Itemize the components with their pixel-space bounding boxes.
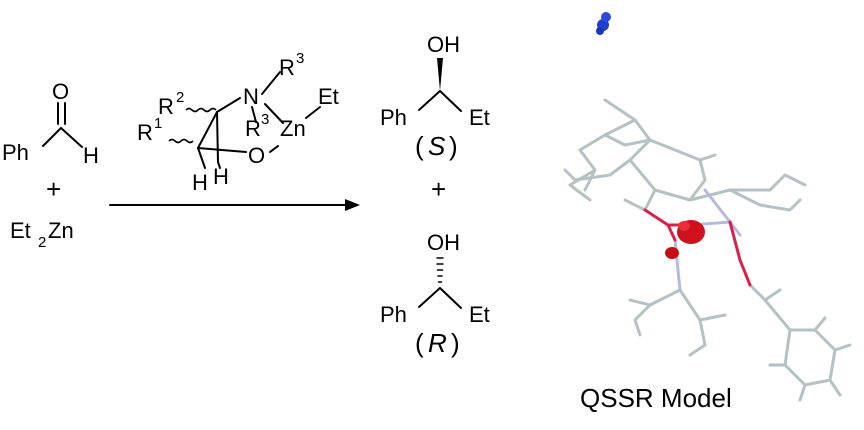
diethylzinc-subscript: 2 xyxy=(38,234,46,251)
product-s-close-paren: ) xyxy=(449,131,458,161)
diethylzinc: Et 2 Zn xyxy=(10,218,74,251)
product-s-ethyl-label: Et xyxy=(469,105,490,130)
benzaldehyde: O Ph H xyxy=(2,79,99,168)
aldehyde-hydrogen-label: H xyxy=(83,143,99,168)
product-s-phenyl-label: Ph xyxy=(380,105,407,130)
catalyst-zinc-label: Zn xyxy=(280,116,306,141)
product-r-hydroxyl-label: OH xyxy=(427,230,460,255)
product-r-close-paren: ) xyxy=(451,328,460,358)
diethylzinc-zn-label: Zn xyxy=(48,218,74,243)
product-r-open-paren: ( xyxy=(415,328,424,358)
catalyst-r1-superscript: 1 xyxy=(154,115,162,132)
hashed-wedge-bond xyxy=(436,257,444,283)
steric-field-blue-contour xyxy=(596,12,611,35)
product-r-configuration: R xyxy=(428,328,447,358)
catalyst-hydrogen-right: H xyxy=(213,164,229,189)
catalyst-r3-top-label: R xyxy=(279,55,295,80)
catalyst-r2-superscript: 2 xyxy=(176,89,184,106)
catalyst-hydrogen-left: H xyxy=(192,170,208,195)
catalyst-r2-label: R xyxy=(158,94,174,119)
product-r-phenyl-label: Ph xyxy=(380,302,407,327)
catalyst-r3-top-superscript: 3 xyxy=(296,50,304,67)
catalyst-r3-bottom-label: R xyxy=(245,116,261,141)
aldehyde-oxygen-label: O xyxy=(52,79,69,104)
catalyst-r3-bottom-superscript: 3 xyxy=(261,111,269,128)
product-s-open-paren: ( xyxy=(415,131,424,161)
qssr-model-caption: QSSR Model xyxy=(580,383,732,413)
product-plus-sign: + xyxy=(431,174,446,204)
catalyst-ethyl-label: Et xyxy=(318,84,339,109)
diethylzinc-et-label: Et xyxy=(10,218,31,243)
aldehyde-phenyl-label: Ph xyxy=(2,140,29,165)
product-r-ethyl-label: Et xyxy=(469,302,490,327)
catalyst-r1-label: R xyxy=(137,120,153,145)
reaction-arrow xyxy=(109,199,360,211)
phenyl-ring-stick xyxy=(768,316,852,402)
catalyst-nitrogen-label: N xyxy=(243,84,259,109)
reactant-plus-sign: + xyxy=(46,174,61,204)
electrostatic-field-red-contour xyxy=(665,220,705,259)
qssr-molecular-model xyxy=(563,12,852,402)
catalyst-oxygen-label: O xyxy=(248,143,265,168)
amino-alcohol-zinc-catalyst: R 2 R 1 N R 3 R 3 Zn Et O H H xyxy=(137,50,339,195)
product-r-alcohol: OH Ph Et ( R ) xyxy=(380,230,490,358)
product-s-configuration: S xyxy=(428,131,446,161)
product-s-hydroxyl-label: OH xyxy=(427,32,460,57)
product-s-alcohol: OH Ph Et ( S ) xyxy=(380,32,490,161)
